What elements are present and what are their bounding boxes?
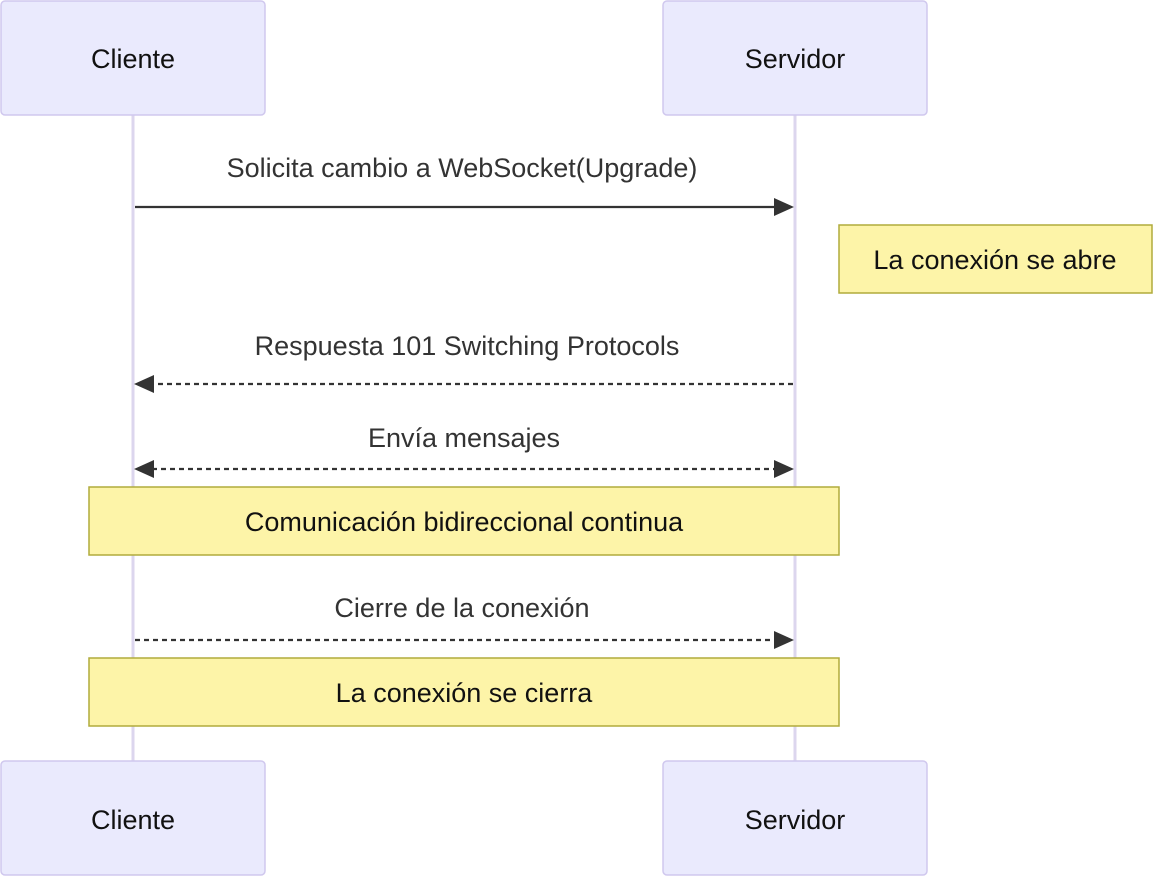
actor-box	[0, 760, 266, 876]
note-box	[88, 486, 840, 556]
actor-label: Servidor	[745, 44, 846, 74]
message-close-connection: Cierre de la conexión	[135, 593, 794, 649]
message-send-messages: Envía mensajes	[134, 423, 794, 478]
actor-box	[662, 0, 928, 116]
note-bidirectional-communication: Comunicación bidireccional continua	[88, 486, 840, 556]
message-label: Respuesta 101 Switching Protocols	[255, 331, 680, 361]
note-connection-closes: La conexión se cierra	[88, 657, 840, 727]
note-box	[88, 657, 840, 727]
actor-label: Servidor	[745, 805, 846, 835]
note-label: La conexión se abre	[873, 245, 1116, 275]
note-connection-opens: La conexión se abre	[838, 224, 1153, 294]
arrowhead-right	[774, 631, 794, 649]
actor-client-top: Cliente	[0, 0, 266, 116]
arrowhead-right	[774, 198, 794, 216]
message-label: Cierre de la conexión	[334, 593, 589, 623]
arrowhead-right	[774, 460, 794, 478]
actor-server-bottom: Servidor	[662, 760, 928, 876]
message-label: Solicita cambio a WebSocket(Upgrade)	[227, 153, 698, 183]
actor-box	[662, 760, 928, 876]
actor-client-bottom: Cliente	[0, 760, 266, 876]
note-label: La conexión se cierra	[336, 678, 594, 708]
arrowhead-left	[134, 375, 154, 393]
arrowhead-left	[134, 460, 154, 478]
actor-label: Cliente	[91, 805, 175, 835]
actor-server-top: Servidor	[662, 0, 928, 116]
message-upgrade-request: Solicita cambio a WebSocket(Upgrade)	[135, 153, 794, 216]
message-switching-protocols: Respuesta 101 Switching Protocols	[134, 331, 793, 393]
note-box	[838, 224, 1153, 294]
actor-box	[0, 0, 266, 116]
message-label: Envía mensajes	[368, 423, 560, 453]
note-label: Comunicación bidireccional continua	[245, 507, 684, 537]
actor-label: Cliente	[91, 44, 175, 74]
